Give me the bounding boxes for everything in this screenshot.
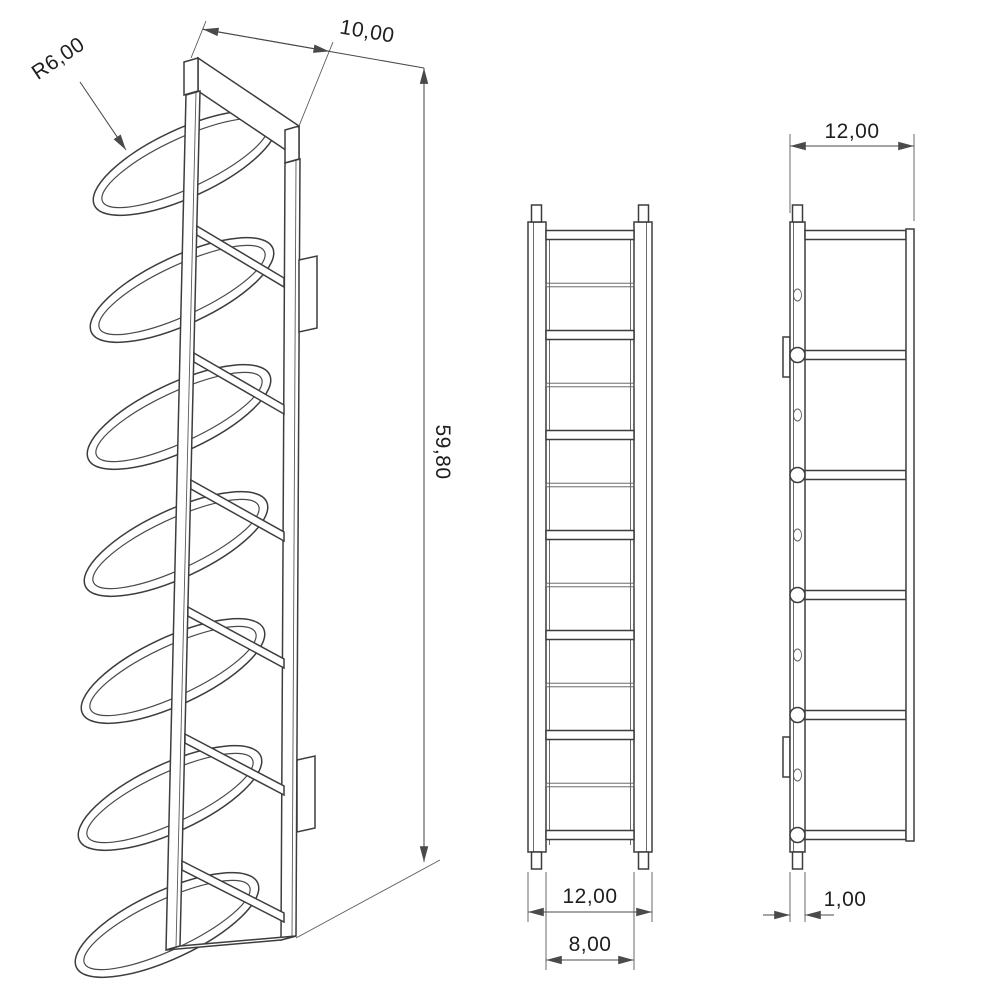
ladder-rung xyxy=(190,478,285,543)
mount-bracket xyxy=(296,755,316,833)
rung-end xyxy=(793,648,802,662)
ladder-rung xyxy=(196,224,285,289)
rail-stub xyxy=(637,204,650,223)
dim-label-front-outer-width: 12,00 xyxy=(562,885,617,908)
ladder-rung xyxy=(193,351,285,416)
ladder-rung xyxy=(545,682,635,688)
front-rungs xyxy=(545,282,635,788)
rail-stub xyxy=(530,204,543,223)
rung-end xyxy=(793,408,802,422)
dim-label-hoop-radius: R6,00 xyxy=(28,33,89,85)
dimension-line xyxy=(202,28,330,53)
ladder-rung xyxy=(545,482,635,488)
hoop-bosses xyxy=(789,346,806,844)
hoop-boss xyxy=(789,826,806,844)
stringer-bottom-face xyxy=(165,935,297,951)
rail-stub xyxy=(791,204,804,223)
hoop-band xyxy=(804,709,907,721)
dimension-height: 59,80 xyxy=(295,68,454,939)
side-rail xyxy=(789,221,806,853)
hoop-band xyxy=(545,529,635,541)
hoop-front-member xyxy=(905,228,915,842)
dimension-rail-thickness: 1,00 xyxy=(763,872,866,922)
rail-stub xyxy=(791,851,804,870)
side-rung-ends xyxy=(793,288,802,782)
hoop-band xyxy=(545,629,635,641)
isometric-view: R6,00 10,00 59,80 xyxy=(28,15,454,979)
front-stringer-top-tab xyxy=(183,57,199,96)
rung-end xyxy=(793,288,802,302)
mount-bracket xyxy=(782,336,791,378)
dim-label-side-width: 12,00 xyxy=(824,120,879,143)
stringer-top-face xyxy=(197,56,300,161)
hoop-boss xyxy=(789,586,806,604)
hoop-band xyxy=(545,729,635,741)
dim-label-rail-thickness: 1,00 xyxy=(824,888,867,911)
hoop-band xyxy=(804,469,907,481)
rail-stub xyxy=(530,851,543,870)
rung-end xyxy=(793,528,802,542)
ladder-rung xyxy=(545,582,635,588)
hoop-band xyxy=(545,329,635,341)
front-stringer-inner-edge xyxy=(175,91,197,948)
ladder-rung xyxy=(184,732,285,797)
side-hoop-bands xyxy=(804,229,907,841)
right-rail xyxy=(633,221,653,853)
hoop-band xyxy=(804,349,907,361)
hoop-band xyxy=(804,829,907,841)
mount-bracket xyxy=(298,255,318,333)
dimension-front-outer-width: 12,00 xyxy=(527,872,653,922)
hoop-bands xyxy=(545,229,635,841)
dim-label-depth: 10,00 xyxy=(338,15,396,47)
ladder-rung xyxy=(181,859,285,924)
dimension-hoop-radius: R6,00 xyxy=(28,33,127,151)
rung-end xyxy=(793,768,802,782)
dimension-front-inner-width: 8,00 xyxy=(545,872,635,970)
mount-bracket xyxy=(782,736,791,778)
hoop-band xyxy=(804,229,907,241)
ladder-rung xyxy=(545,782,635,788)
dimension-side-width: 12,00 xyxy=(789,120,915,221)
back-stringer-top-tab xyxy=(284,125,300,164)
ladder-rung xyxy=(187,605,285,670)
hoop-band xyxy=(545,429,635,441)
back-stringer-inner-edge xyxy=(291,160,297,939)
hoop-band xyxy=(804,589,907,601)
front-stringer xyxy=(165,89,201,952)
hoop-band xyxy=(545,829,635,841)
rail-stub xyxy=(637,851,650,870)
side-view: 12,00 1,00 xyxy=(763,120,915,922)
hoop-boss xyxy=(789,466,806,484)
dim-label-front-inner-width: 8,00 xyxy=(569,933,612,956)
ladder-rungs xyxy=(181,224,285,924)
hoop-boss xyxy=(789,706,806,724)
front-view: 12,00 8,00 xyxy=(527,204,653,970)
left-rail xyxy=(527,221,547,853)
hoop-boss xyxy=(789,346,806,364)
ladder-rung xyxy=(545,382,635,388)
ladder-rung xyxy=(545,282,635,288)
hoop-band xyxy=(545,229,635,241)
extension-line xyxy=(295,859,441,939)
extension-line xyxy=(190,20,207,59)
dim-label-height: 59,80 xyxy=(431,424,454,479)
radius-leader-line xyxy=(79,81,127,151)
extension-line xyxy=(298,41,334,127)
